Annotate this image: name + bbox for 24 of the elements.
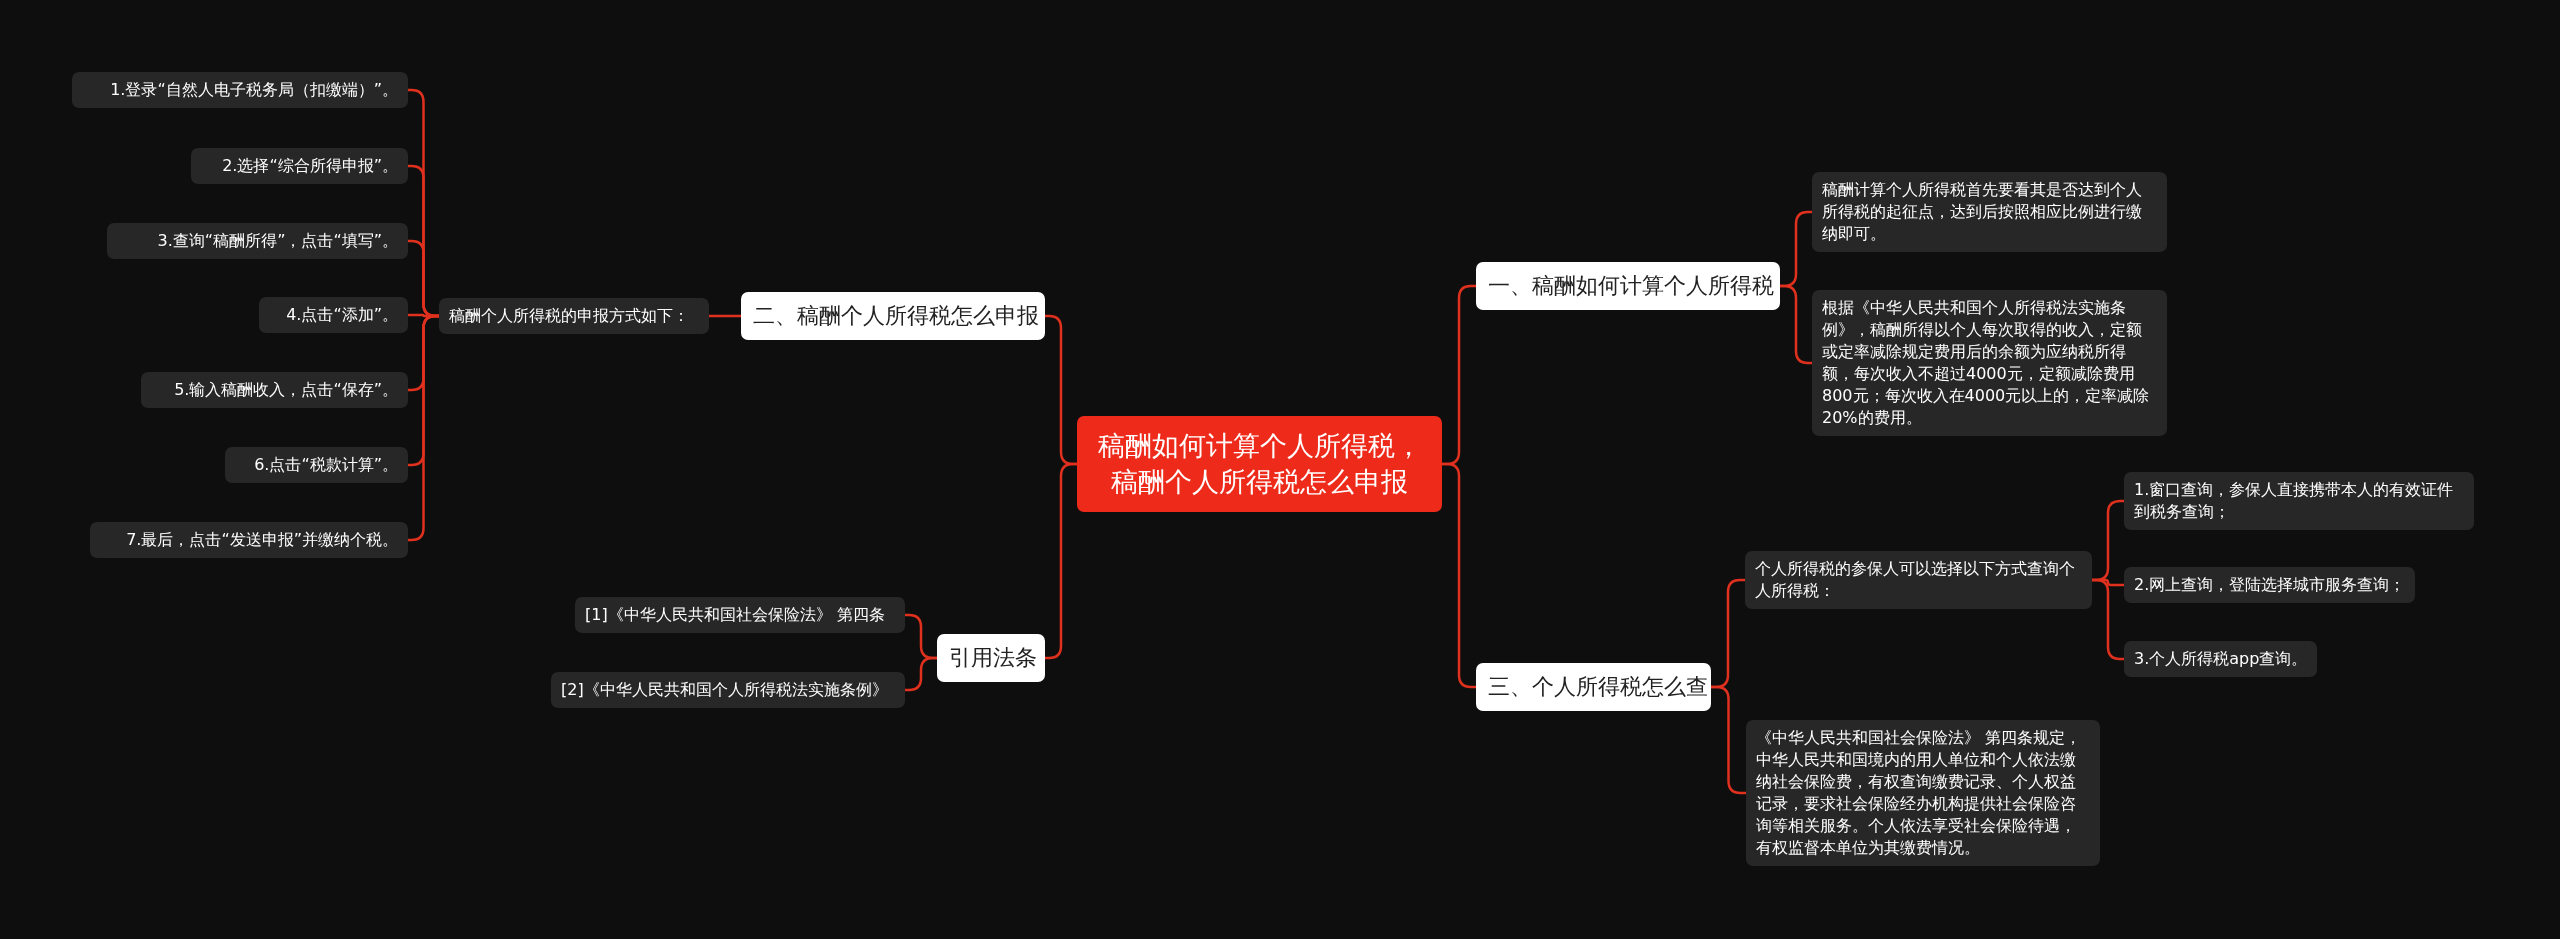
branch-box: 一、稿酬如何计算个人所得税 bbox=[1476, 262, 1780, 310]
step-box: 5.输入稿酬收入，点击“保存”。 bbox=[141, 372, 408, 408]
topic-box: 稿酬如何计算个人所得税，稿酬个人所得税怎么申报 bbox=[1077, 416, 1442, 512]
note-box: 2.网上查询，登陆选择城市服务查询； bbox=[2124, 567, 2416, 603]
connector-line bbox=[709, 314, 741, 318]
step-box: 6.点击“税款计算”。 bbox=[225, 447, 408, 483]
note-box: 3.个人所得税app查询。 bbox=[2124, 641, 2318, 677]
step-box: 2.选择“综合所得申报”。 bbox=[191, 148, 408, 184]
connector-line bbox=[905, 656, 937, 692]
note-box: 个人所得税的参保人可以选择以下方式查询个人所得税： bbox=[1745, 551, 2092, 609]
step-box: 4.点击“添加”。 bbox=[259, 297, 408, 333]
branch-box: 引用法条 bbox=[937, 634, 1045, 682]
step-box: 1.登录“自然人电子税务局（扣缴端）”。 bbox=[72, 72, 408, 108]
note-box: 《中华人民共和国社会保险法》 第四条规定，中华人民共和国境内的用人单位和个人依法缴纳社会保险费，有权查询缴费记录、个人权益记录，要求社会保险经办机构提供社会保险咨询等相关服务。个人依法享受社会保险待遇，有权监督本单位为其缴费情况。 bbox=[1746, 720, 2100, 866]
step-box: 3.查询“稿酬所得”，点击“填写”。 bbox=[107, 223, 408, 259]
note-box: [1]《中华人民共和国社会保险法》 第四条 bbox=[575, 597, 905, 633]
step-box: 7.最后，点击“发送申报”并缴纳个税。 bbox=[90, 522, 408, 558]
note-box: 根据《中华人民共和国个人所得税法实施条例》，稿酬所得以个人每次取得的收入，定额或定率减除规定费用后的余额为应纳税所得额，每次收入不超过4000元，定额减除费用800元；每次收入在4000元以上的，定率减除20%的费用。 bbox=[1812, 290, 2167, 436]
note-box: 稿酬计算个人所得税首先要看其是否达到个人所得税的起征点，达到后按照相应比例进行缴纳即可。 bbox=[1812, 172, 2167, 252]
note-box: [2]《中华人民共和国个人所得税法实施条例》 bbox=[551, 672, 905, 708]
note-box: 稿酬个人所得税的申报方式如下： bbox=[439, 298, 709, 334]
branch-box: 三、个人所得税怎么查 bbox=[1476, 663, 1711, 711]
note-box: 1.窗口查询，参保人直接携带本人的有效证件到税务查询； bbox=[2124, 472, 2474, 530]
branch-box: 二、稿酬个人所得税怎么申报 bbox=[741, 292, 1045, 340]
